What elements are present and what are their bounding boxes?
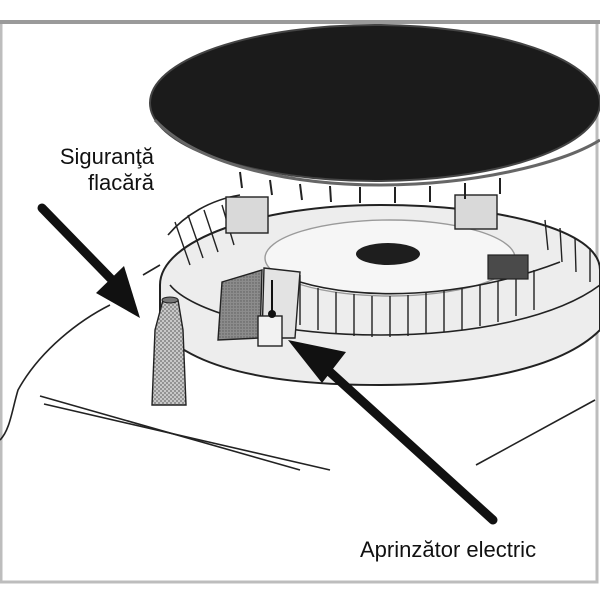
- flame-safety-arrow: [37, 203, 140, 318]
- stovetop-outline: [0, 264, 596, 471]
- flame-safety-sensor: [151, 296, 187, 406]
- igniter-arrow: [288, 340, 498, 525]
- electric-igniter-label: Aprinzător electric: [360, 537, 537, 562]
- flame-safety-label: Siguranţă flacără: [24, 144, 154, 196]
- burner-cap: [149, 24, 600, 203]
- electric-igniter: [217, 267, 301, 347]
- flame-safety-label-line2: flacără: [87, 170, 154, 195]
- flame-safety-label-line1: Siguranţă: [59, 144, 154, 169]
